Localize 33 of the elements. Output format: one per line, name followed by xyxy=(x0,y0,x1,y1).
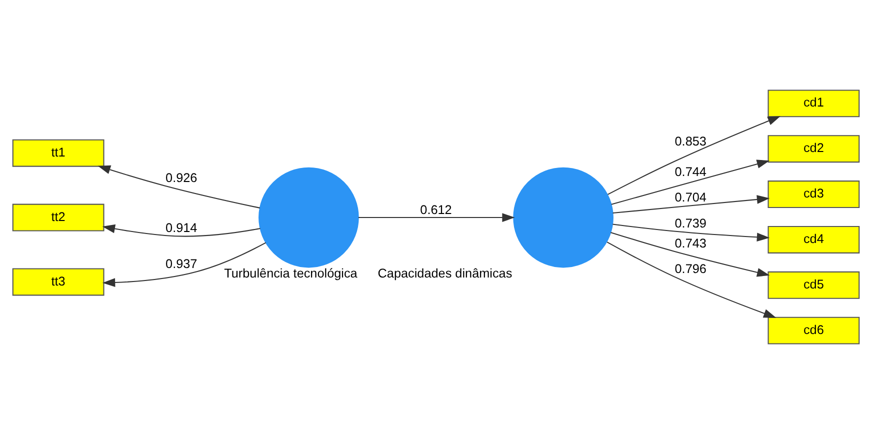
node-circle xyxy=(258,167,359,268)
edge-label: 0.612 xyxy=(420,202,452,217)
node-box: cd3 xyxy=(768,180,860,208)
node-label: Capacidades dinâmicas xyxy=(378,266,512,280)
edge-label: 0.914 xyxy=(166,220,198,235)
arrow xyxy=(612,224,770,242)
arrow xyxy=(358,213,515,222)
node-label: Turbulência tecnológica xyxy=(224,266,358,280)
arrow xyxy=(102,242,266,287)
arrow xyxy=(102,224,260,237)
edge-label: 0.739 xyxy=(674,216,706,231)
edge-label: 0.853 xyxy=(674,134,706,148)
arrow xyxy=(611,160,770,205)
arrow xyxy=(608,116,781,195)
edge-label: 0.704 xyxy=(674,190,706,204)
node-box: tt1 xyxy=(12,139,104,167)
arrow xyxy=(610,232,770,277)
node-box: cd1 xyxy=(768,90,860,118)
arrow xyxy=(606,242,776,318)
node-box: tt3 xyxy=(12,268,104,296)
edge-label: 0.744 xyxy=(674,164,706,179)
arrow xyxy=(98,165,260,208)
node-box: cd2 xyxy=(768,135,860,163)
node-box: cd6 xyxy=(768,316,860,344)
node-circle xyxy=(513,167,614,268)
arrow xyxy=(612,195,770,214)
node-box: cd4 xyxy=(768,226,860,254)
node-box: tt2 xyxy=(12,204,104,232)
edge-label: 0.796 xyxy=(674,262,706,276)
node-box: cd5 xyxy=(768,271,860,299)
edge-label: 0.937 xyxy=(166,256,198,271)
edge-label: 0.743 xyxy=(674,236,706,251)
edge-label: 0.926 xyxy=(166,171,198,186)
